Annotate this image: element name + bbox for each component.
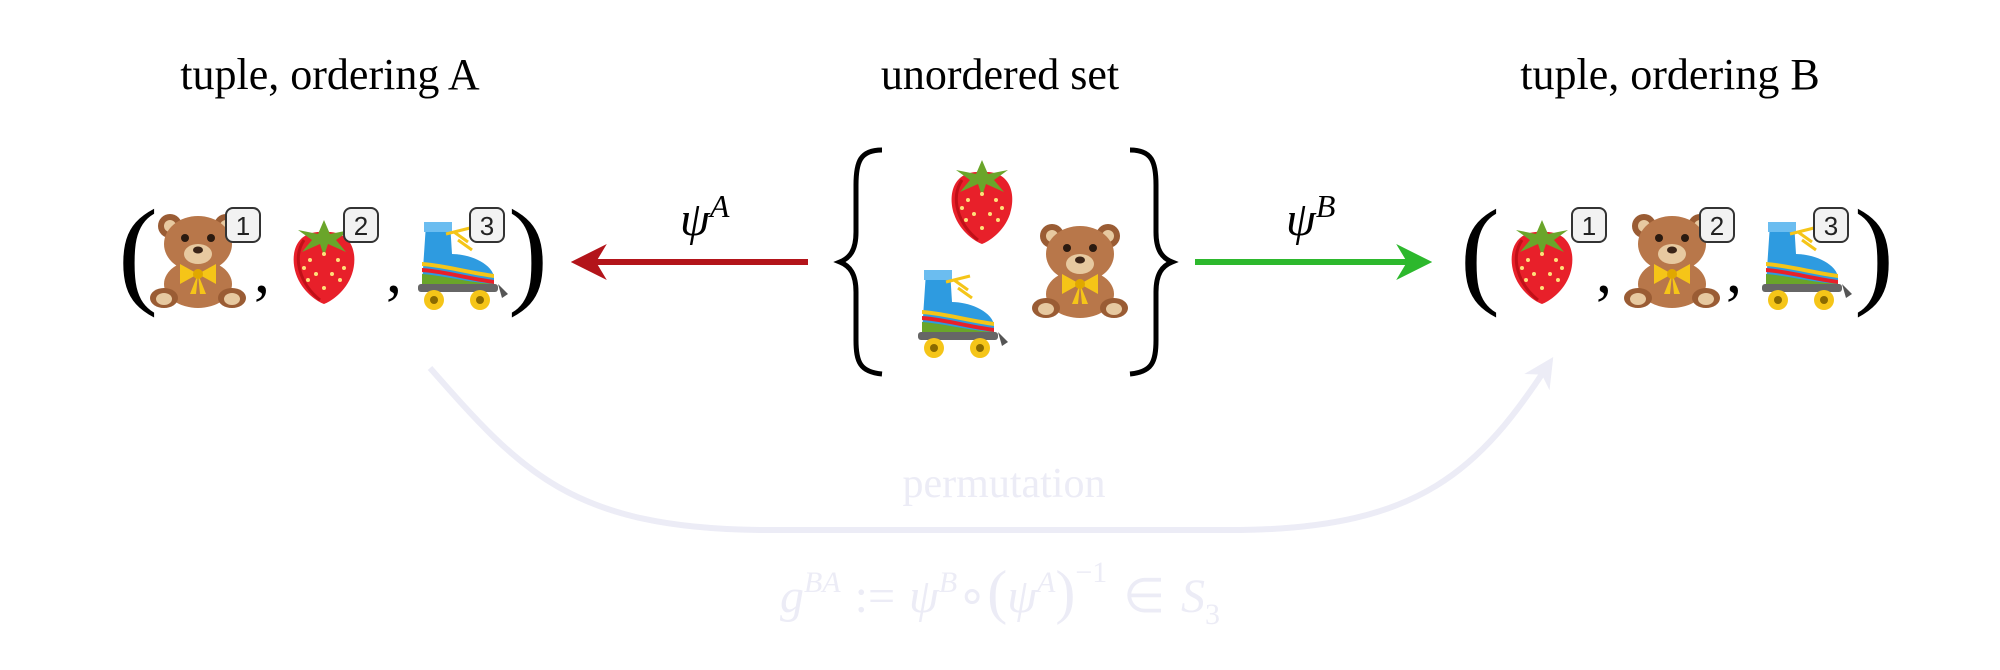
separator: ,: [254, 235, 270, 306]
psi-b-label: ψB: [1286, 188, 1335, 246]
separator: ,: [1596, 235, 1612, 306]
svg-text:2: 2: [354, 211, 368, 241]
psi-b-arrow: ψB: [1195, 188, 1433, 280]
svg-text:1: 1: [236, 211, 250, 241]
permutation-curve: [427, 356, 1554, 533]
svg-text:3: 3: [1824, 211, 1838, 241]
tuple-a-title: tuple, ordering A: [180, 50, 480, 99]
tuple-b: ( 1 , 2 , 3 ): [1460, 185, 1894, 318]
permutation-label: permutation: [903, 461, 1106, 507]
index-badge: 1: [225, 207, 261, 243]
separator: ,: [386, 235, 402, 306]
left-paren: (: [1460, 185, 1500, 318]
tuple-a: ( 1 , 2 , 3 ): [118, 185, 548, 318]
tuple-b-title: tuple, ordering B: [1520, 50, 1819, 99]
index-badge: 3: [1813, 207, 1849, 243]
separator: ,: [1726, 235, 1742, 306]
index-badge: 3: [469, 207, 505, 243]
unordered-set: [833, 147, 1179, 377]
psi-a-label: ψA: [680, 188, 730, 246]
right-brace: [1129, 147, 1179, 377]
right-paren: ): [1854, 185, 1894, 318]
strawberry-icon: [1510, 218, 1574, 306]
strawberry-icon: [950, 158, 1014, 246]
index-badge: 2: [343, 207, 379, 243]
svg-text:1: 1: [1582, 211, 1596, 241]
svg-text:3: 3: [480, 211, 494, 241]
roller-skate-icon: [916, 268, 1010, 360]
permutation-arrow: permutation gBA:=ψB∘(ψA)−1∈S3: [427, 356, 1554, 631]
index-badge: 1: [1571, 207, 1607, 243]
right-paren: ): [508, 185, 548, 318]
index-badge: 2: [1699, 207, 1735, 243]
set-title: unordered set: [881, 50, 1119, 99]
left-brace: [833, 147, 883, 377]
psi-a-arrow: ψA: [570, 188, 808, 280]
teddy-bear-icon: [1032, 224, 1128, 318]
permutation-formula: gBA:=ψB∘(ψA)−1∈S3: [780, 556, 1220, 631]
svg-text:2: 2: [1710, 211, 1724, 241]
